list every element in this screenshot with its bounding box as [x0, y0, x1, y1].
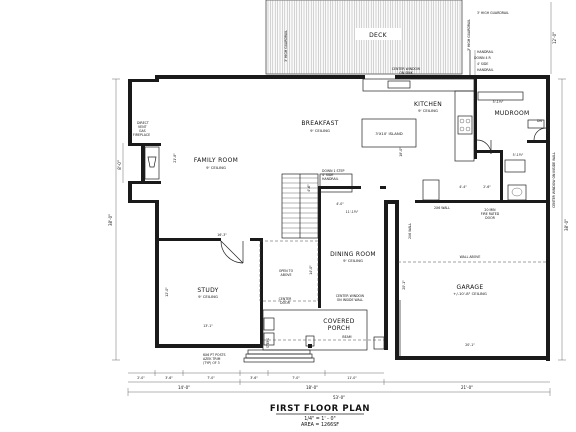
open-to-above-area [259, 240, 319, 302]
dim-sub-3a: 3'-6" [165, 376, 173, 380]
deck-stair-side-note: 4' SIDE [477, 62, 488, 66]
dim-closet: 4'-4" [459, 185, 467, 189]
garage-label: GARAGE [457, 284, 484, 291]
breakfast-ceiling: 9' CEILING [310, 128, 330, 133]
kitchen-dim: 18'-0" [399, 147, 403, 157]
title-block: FIRST FLOOR PLAN 1/4" = 1' - 0" AREA = 1… [270, 404, 370, 428]
handrail-note: HANDRAIL [477, 50, 494, 54]
steps-note: STEPS [266, 338, 270, 348]
dim-right-height: 38'-0" [564, 219, 569, 231]
kitchen-island [361, 118, 417, 148]
guardrail-right-note-vert: 3' HIGH GUARDRAIL [467, 19, 471, 51]
kitchen-cabinets [361, 78, 475, 201]
kitchen-ceiling: 9' CEILING [418, 108, 438, 113]
dining-room-label: DINING ROOM [330, 251, 376, 258]
dim-sub-2: 2'-0" [137, 376, 145, 380]
deck-stair-down-note: DOWN 4 R [474, 56, 492, 60]
dim-left-8: 8'-0" [117, 160, 122, 170]
center-window-right-note: CENTER WINDOW ON INSIDE WALL [552, 152, 556, 208]
dim-stair-4: 4'-0" [336, 202, 344, 206]
breakfast-label: BREAKFAST [301, 120, 338, 127]
dim-garage-width: 20'-1" [465, 343, 475, 347]
dim-hall: 2'-6" [483, 185, 491, 189]
dim-sub-3b: 3'-6" [250, 376, 258, 380]
island-label: 3'X10' ISLAND [375, 131, 402, 136]
interior-walls [159, 79, 546, 348]
mudroom-fixtures [476, 91, 547, 201]
deck-stair-handrail-note: HANDRAIL [477, 68, 494, 72]
plan-title: FIRST FLOOR PLAN [270, 404, 370, 414]
study-label: STUDY [197, 287, 218, 294]
study-dim: 12'-0" [165, 287, 169, 297]
porch-label-1: COVERED [323, 318, 354, 325]
plan-area: AREA = 1266SF [301, 422, 339, 428]
dim-sub-7b: 7'-0" [292, 376, 300, 380]
deck-label: DECK [369, 32, 388, 39]
family-room-dim: 21'-8" [173, 153, 177, 163]
dim-study-13: 13'-1" [203, 324, 213, 328]
dim-dining-h: 14'-0" [309, 265, 313, 275]
dim-overall-width: 53'-0" [333, 395, 345, 400]
dim-garage-left: 20'-1" [402, 280, 406, 290]
fireplace-box [144, 146, 160, 180]
dim-sub-11: 11'-0" [347, 376, 357, 380]
stairs [281, 173, 353, 239]
dim-seg-21: 21'-0" [461, 385, 473, 390]
covered-porch [243, 309, 385, 363]
fireplace-firebox [147, 156, 157, 168]
plan-scale: 1/4" = 1' - 0" [304, 416, 335, 422]
dining-room-ceiling: 9' CEILING [343, 258, 363, 263]
deck-area: DECK 3' HIGH GUARDRAIL 3' HIGH GUARDRAIL… [265, 0, 509, 76]
exterior-walls [128, 75, 550, 361]
dim-overall-height: 38'-0" [108, 214, 113, 226]
porch-label-2: PORCH [328, 325, 350, 332]
study-ceiling: 9' CEILING [198, 294, 218, 299]
dimension-lines [112, 78, 566, 396]
study-door-swing [220, 240, 244, 264]
dim-dining-width: 11'-1½" [346, 210, 359, 214]
dim-sub-7a: 7'-0" [207, 376, 215, 380]
wall-2x6-a: 2X6 WALL [434, 206, 450, 210]
dim-bath: 5'-1½" [513, 153, 524, 157]
dim-seg-14: 14'-0" [178, 385, 190, 390]
wall-above-note: WALL ABOVE [460, 255, 481, 259]
wall-2x6-b: 2X6 WALL [408, 223, 412, 239]
porch-beam-note: BEAM [342, 335, 351, 339]
mudroom-dim: DN [537, 119, 542, 123]
family-room-label: FAMILY ROOM [194, 157, 238, 164]
dim-study-width: 16'-3" [217, 233, 227, 237]
kitchen-label: KITCHEN [414, 101, 442, 108]
mudroom-label: MUDROOM [494, 110, 529, 117]
dim-seg-18: 18'-0" [306, 385, 318, 390]
guardrail-right-note: 3' HIGH GUARDRAIL [477, 11, 509, 15]
dim-mudroom: 5'-1½" [493, 100, 504, 104]
guardrail-left-note: 3' HIGH GUARDRAIL [284, 30, 288, 62]
dim-stair-side: 4'-6" [307, 184, 311, 192]
family-room-ceiling: 9' CEILING [206, 165, 226, 170]
garage-ceiling: +/-10'-8" CEILING [453, 291, 487, 296]
dim-top-right: 12'-0" [552, 32, 557, 44]
